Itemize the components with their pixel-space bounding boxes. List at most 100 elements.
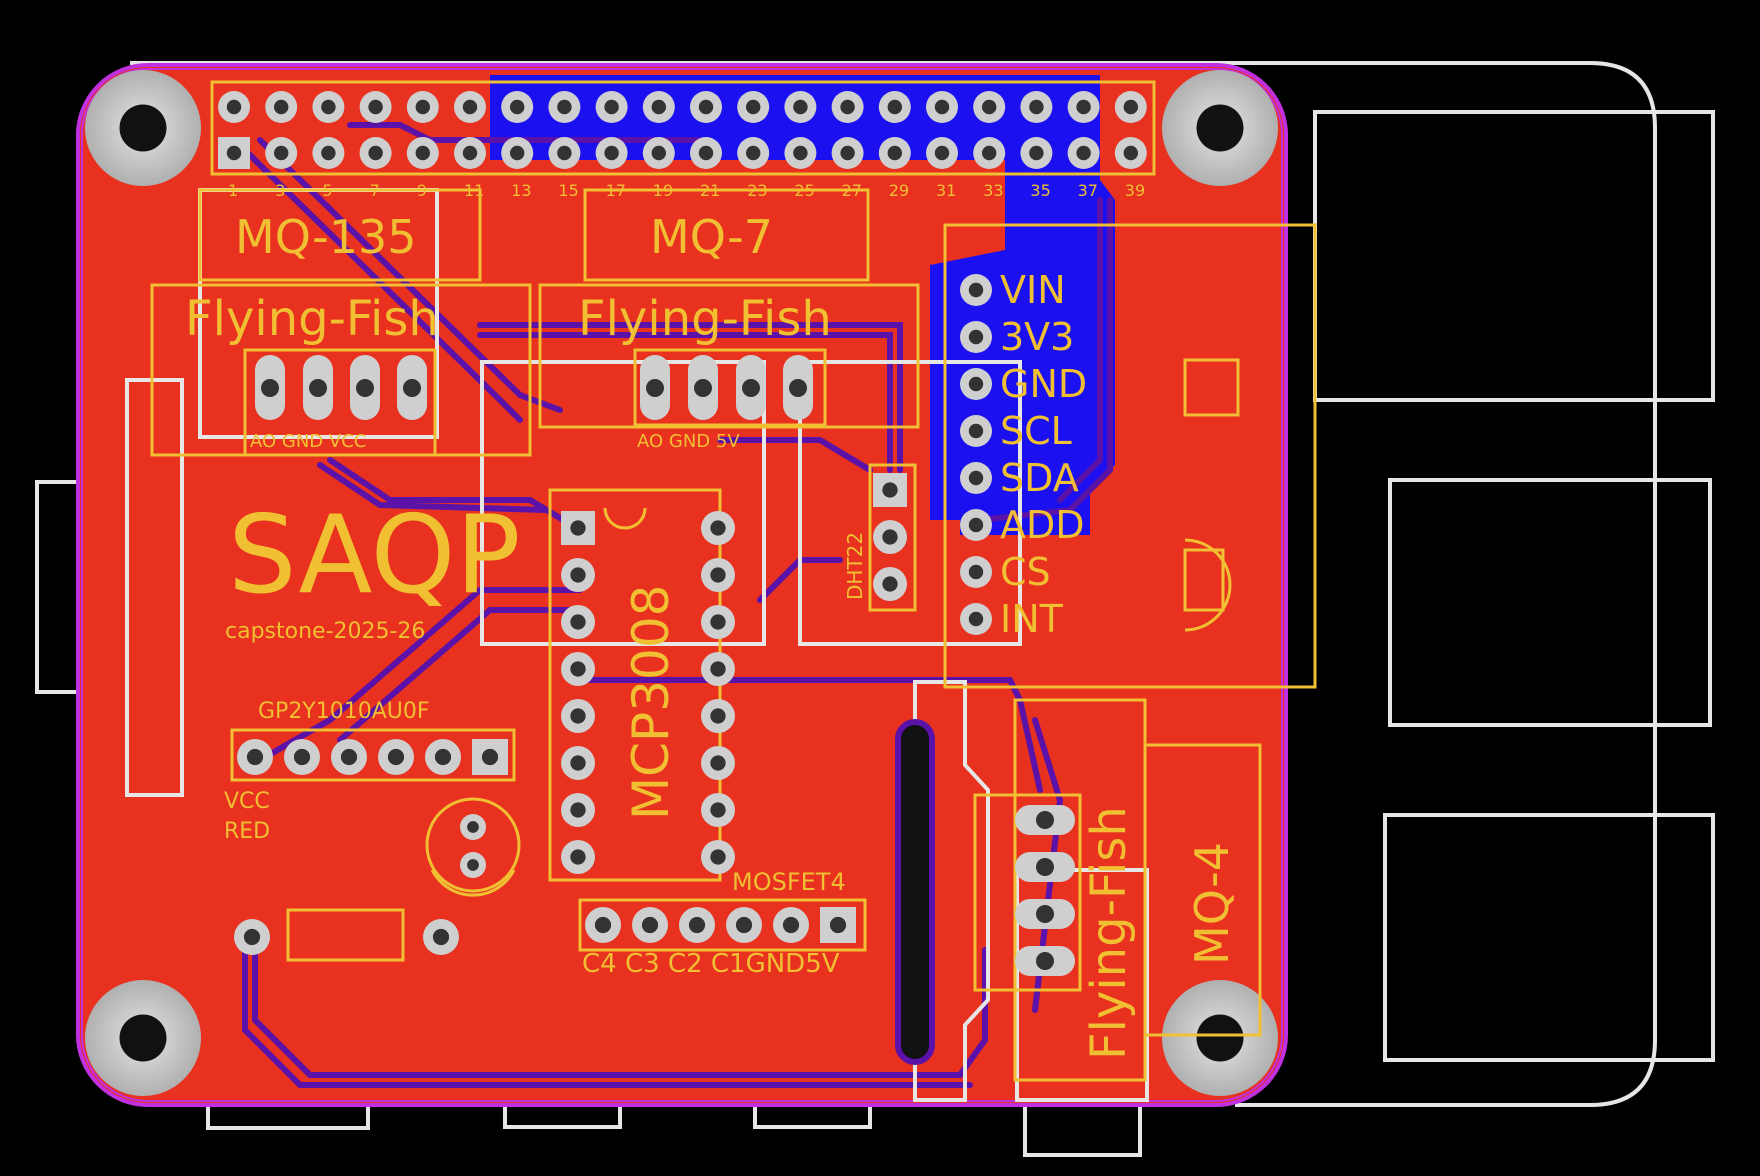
flying-fish-2-label: Flying-Fish bbox=[578, 291, 832, 347]
pad-hole bbox=[968, 376, 984, 392]
mosfet-label: MOSFET4 bbox=[732, 868, 846, 896]
pad-hole bbox=[570, 802, 586, 818]
pad-hole bbox=[274, 99, 289, 115]
pad-hole bbox=[570, 755, 586, 771]
pad-hole bbox=[840, 99, 855, 115]
capstone-label: capstone-2025-26 bbox=[225, 619, 425, 644]
pad-hole bbox=[887, 99, 902, 115]
pad-hole bbox=[557, 145, 572, 161]
module-3v3-label: 3V3 bbox=[1000, 315, 1074, 359]
pad-hole bbox=[594, 916, 612, 934]
silk-text: MQ-135 MQ-7 Flying-Fish Flying-Fish AO G… bbox=[185, 210, 1239, 1060]
ff2-pin-label: AO GND 5V bbox=[637, 431, 740, 452]
pad-hole bbox=[829, 916, 847, 934]
mounting-hole bbox=[1162, 70, 1278, 186]
vcc-label: VCC bbox=[224, 789, 270, 814]
module-gnd-label: GND bbox=[1000, 362, 1087, 406]
gpio-pin-label: 21 bbox=[700, 181, 720, 200]
pad-hole bbox=[1123, 145, 1139, 161]
pad-hole bbox=[688, 916, 706, 934]
pad-hole bbox=[557, 99, 572, 115]
ethernet-port-outline bbox=[1383, 813, 1715, 1062]
mounting-hole bbox=[1162, 980, 1278, 1096]
pad-hole bbox=[710, 755, 726, 771]
pad-hole bbox=[1123, 99, 1139, 115]
pad-hole bbox=[481, 748, 499, 766]
gpio-pin-label: 31 bbox=[936, 181, 956, 200]
pad-hole bbox=[604, 99, 619, 115]
module-add-label: ADD bbox=[1000, 503, 1085, 547]
pad-hole bbox=[982, 145, 997, 161]
pad-hole bbox=[968, 329, 984, 345]
pad-hole bbox=[467, 821, 479, 833]
pad-hole bbox=[735, 916, 753, 934]
pad-hole bbox=[570, 520, 586, 536]
pad-hole bbox=[840, 145, 855, 161]
ff1-pin-label: AO GND VCC bbox=[250, 431, 366, 452]
pad-hole bbox=[510, 145, 525, 161]
red-label: RED bbox=[224, 819, 270, 844]
pad-hole bbox=[570, 567, 586, 583]
mounting-hole bbox=[85, 70, 201, 186]
gpio-pin-label: 1 bbox=[228, 181, 238, 200]
gpio-pin-label: 37 bbox=[1078, 181, 1098, 200]
gpio-pin-label: 27 bbox=[842, 181, 862, 200]
pad-hole bbox=[415, 145, 430, 161]
pad-hole bbox=[782, 916, 800, 934]
pad-hole bbox=[982, 99, 997, 115]
pad-hole bbox=[368, 99, 383, 115]
camera-slot bbox=[895, 719, 935, 1065]
pad-hole bbox=[882, 576, 898, 592]
gpio-header-silk bbox=[210, 80, 1156, 176]
pad-hole bbox=[387, 748, 405, 766]
gpio-header-pads bbox=[218, 91, 1147, 169]
component-outlines bbox=[125, 188, 1149, 1102]
pad-hole bbox=[1076, 99, 1091, 115]
pad-hole bbox=[415, 99, 430, 115]
flying-fish-3-label: Flying-Fish bbox=[1081, 806, 1137, 1060]
pad-hole bbox=[321, 145, 336, 161]
pad-hole bbox=[882, 529, 898, 545]
mcp-label: MCP3008 bbox=[622, 585, 680, 820]
mosfet-pin-label: C4 C3 C2 C1GND5V bbox=[582, 949, 840, 979]
pad-hole bbox=[651, 145, 666, 161]
pad-hole bbox=[934, 99, 950, 115]
pad-hole bbox=[570, 708, 586, 724]
gpio-pin-label: 39 bbox=[1125, 181, 1145, 200]
pad-hole bbox=[710, 849, 726, 865]
round-pads bbox=[234, 274, 992, 955]
pad-hole bbox=[226, 145, 242, 161]
mq7-label: MQ-7 bbox=[650, 210, 773, 264]
pad-hole bbox=[570, 614, 586, 630]
gp2y-label: GP2Y1010AU0F bbox=[258, 699, 430, 724]
pad-hole bbox=[934, 145, 950, 161]
pad-hole bbox=[434, 748, 452, 766]
mounting-hole bbox=[85, 980, 201, 1096]
flying-fish-2-pads bbox=[640, 355, 813, 420]
gpio-pin-label: 25 bbox=[794, 181, 814, 200]
pad-hole bbox=[887, 145, 902, 161]
pad-hole bbox=[641, 916, 659, 934]
pad-hole bbox=[226, 99, 242, 115]
mq4-label: MQ-4 bbox=[1185, 842, 1239, 965]
pad-hole bbox=[710, 708, 726, 724]
flying-fish-3-pads bbox=[1015, 805, 1075, 976]
module-vin-label: VIN bbox=[1000, 268, 1066, 312]
pad-hole bbox=[1029, 99, 1044, 115]
flying-fish-1-pads bbox=[255, 355, 427, 420]
pad-hole bbox=[570, 849, 586, 865]
pad-hole bbox=[746, 145, 761, 161]
pad-hole bbox=[710, 661, 726, 677]
pad-hole bbox=[968, 470, 984, 486]
hdmi-body-outline bbox=[125, 378, 184, 797]
bme-module-silk bbox=[943, 223, 1317, 689]
module-cs-label: CS bbox=[1000, 550, 1051, 594]
pad-hole bbox=[510, 99, 525, 115]
pad-hole bbox=[274, 145, 289, 161]
mcp-notch bbox=[603, 507, 647, 530]
pad-hole bbox=[246, 748, 264, 766]
module-int-label: INT bbox=[1000, 597, 1064, 641]
gpio-pin-label: 5 bbox=[322, 181, 332, 200]
